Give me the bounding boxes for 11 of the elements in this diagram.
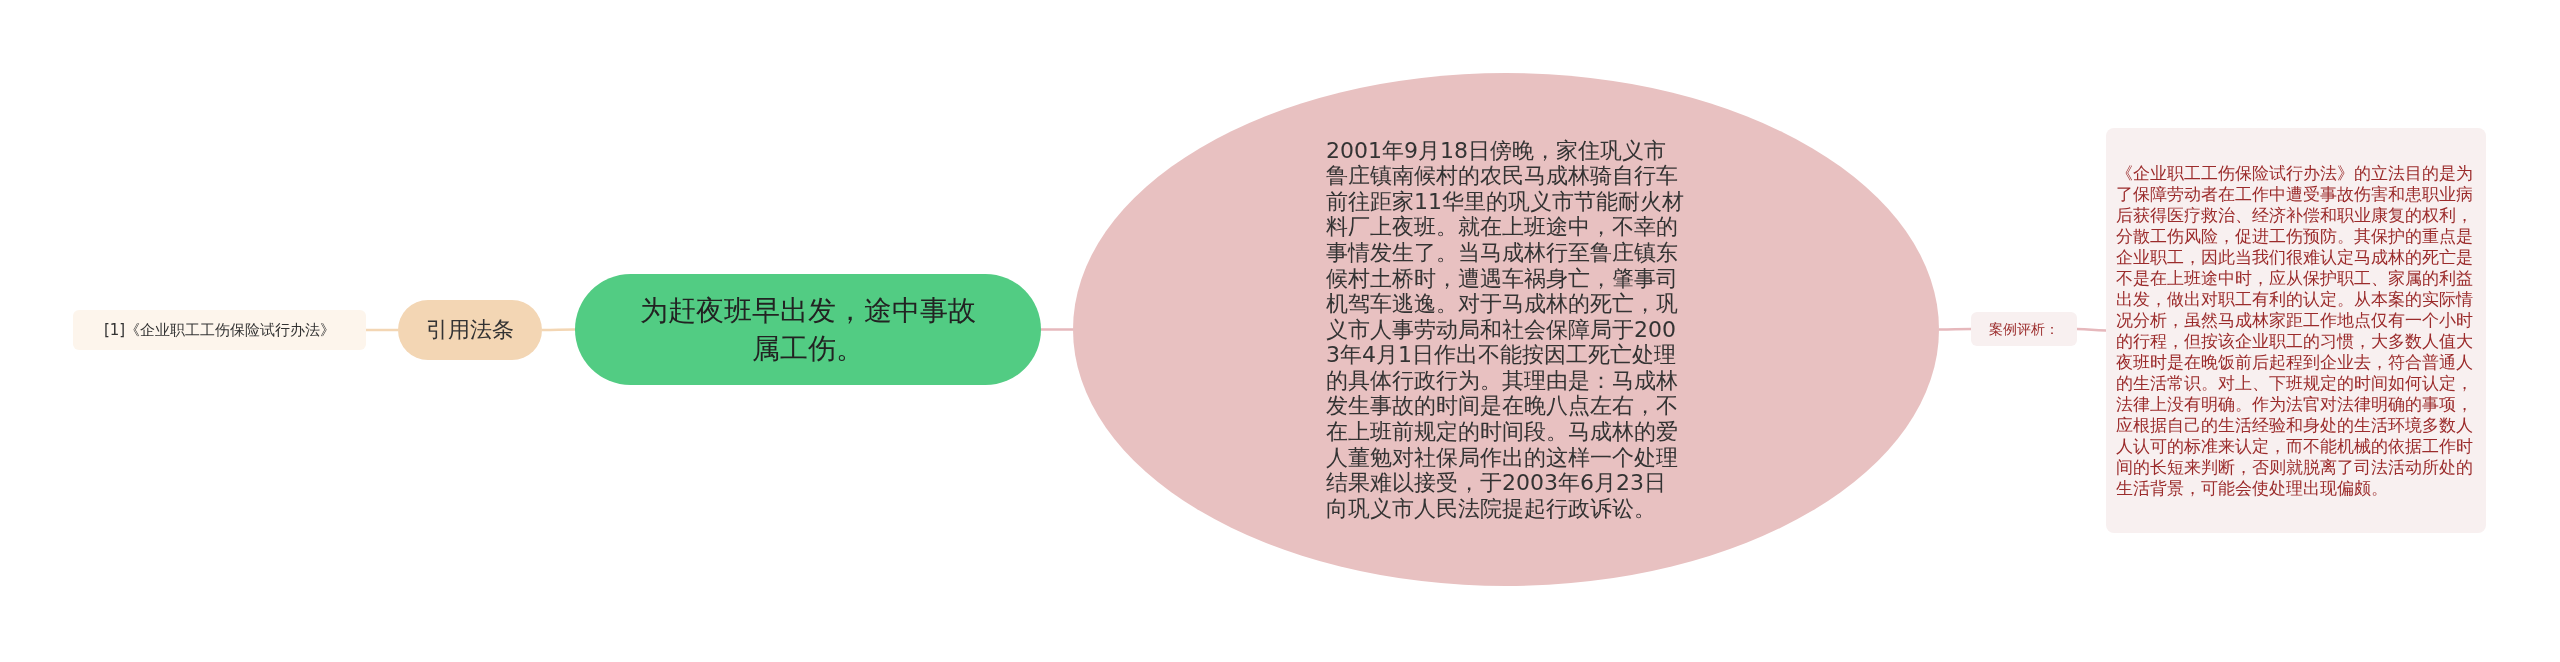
connector-line (1041, 328, 1073, 331)
connector-line (2077, 327, 2106, 332)
branch-box: 引用法条 (398, 300, 542, 360)
comment-text-box: 《企业职工工伤保险试行办法》的立法目的是为了保障劳动者在工作中遭受事故伤害和患职业病后获得医疗救治、经济补偿和职业康复的权利，分散工伤风险，促进工伤预防。其保护的重点是企业职工，因此当我们很难认定马成林的死亡是不是在上班途中时，应从保护职工、家属的利益出发，做出对职工有利的认定。从本案的实际情况分析，虽然马成林家距工作地点仅有一个小时的行程，但按该企业职工的习惯，大多数人值大夜班时是在晚饭前后起程到企业去，符合普通人的生活常识。对上、下班规定的时间如何认定，法律上没有明确。作为法官对法律明确的事项，应根据自己的生活经验和身处的生活环境多数人人认可的标准来认定，而不能机械的依据工作时间的长短来判断，否则就脱离了司法活动所处的生活背景，可能会使处理出现偏颇。 (2106, 128, 2486, 533)
connector-line (366, 328, 398, 332)
connector-line (542, 328, 575, 332)
topic-box: 为赶夜班早出发，途中事故属工伤。 (575, 274, 1041, 385)
comment-box: 案例评析： (1971, 312, 2077, 346)
case-ellipse: 2001年9月18日傍晚，家住巩义市鲁庄镇南候村的农民马成林骑自行车前往距家11华里的巩义市节能耐火材料厂上夜班。就在上班途中，不幸的事情发生了。当马成林行至鲁庄镇东候村土桥时，遭遇车祸身亡，肇事司机驾车逃逸。对于马成林的死亡，巩义市人事劳动局和社会保障局于2003年4月1日作出不能按因工死亡处理的具体行政行为。其理由是：马成林发生事故的时间是在晚八点左右，不在上班前规定的时间段。马成林的爱人董勉对社保局作出的这样一个处理结果难以接受，于2003年6月23日向巩义市人民法院提起行政诉讼。 (1073, 73, 1939, 586)
connector-line (1939, 327, 1971, 331)
leaf-box: [1]《企业职工工伤保险试行办法》 (73, 310, 366, 350)
